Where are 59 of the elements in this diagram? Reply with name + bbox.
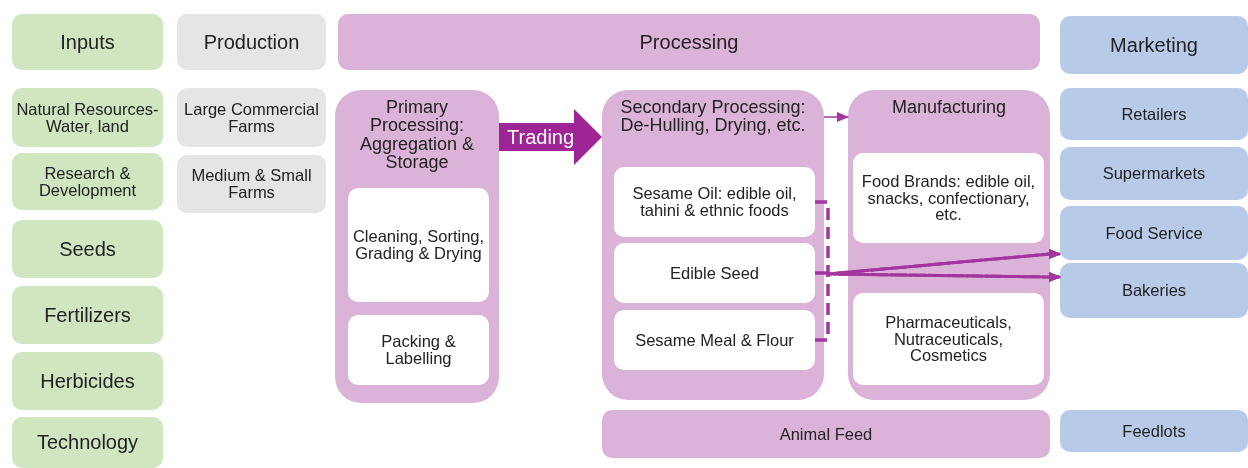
category-box: [1060, 206, 1248, 260]
box-label: Retailers: [1120, 105, 1188, 123]
box-label: Bakeries: [1120, 282, 1188, 299]
category-box: [602, 410, 1050, 458]
box-label: Seeds: [58, 238, 117, 260]
box-label: Food Brands: edible oil, snacks, confectionary, etc.: [860, 172, 1037, 224]
category-box: [1060, 147, 1248, 200]
box-label: Animal Feed: [778, 425, 874, 443]
box-label: Sesame Oil: edible oil, tahini & ethnic foods: [631, 185, 798, 219]
dashed-arrow: [815, 272, 1061, 342]
box-label: Supermarkets: [1101, 165, 1207, 182]
column-header: [1060, 16, 1248, 74]
panel-heading: Secondary Processing: De-Hulling, Drying, etc.: [619, 98, 807, 135]
category-box: [1060, 263, 1248, 318]
category-box: [1060, 88, 1248, 140]
box-label: Inputs: [59, 31, 116, 53]
box-label: Production: [202, 31, 301, 53]
box-label: Fertilizers: [43, 304, 132, 326]
box-label: Research & Development: [37, 164, 138, 199]
product-box: [348, 188, 489, 302]
product-box: [614, 167, 815, 237]
category-box: [177, 155, 326, 213]
block-arrow: [499, 109, 602, 165]
box-label: Cleaning, Sorting, Grading & Drying: [351, 228, 486, 262]
column-header: [12, 14, 163, 70]
box-label: Medium & Small Farms: [190, 167, 313, 201]
panel-heading: Manufacturing: [890, 98, 1008, 117]
box-label: Edible Seed: [669, 264, 760, 282]
category-box: [12, 153, 163, 210]
column-header: [12, 352, 163, 410]
panel-heading: Primary Processing: Aggregation & Storage: [358, 98, 476, 172]
column-header: [12, 286, 163, 344]
box-label: Herbicides: [39, 370, 136, 392]
box-label: Large Commercial Farms: [183, 100, 320, 135]
arrow: [823, 112, 849, 122]
box-label: Pharmaceuticals, Nutraceuticals, Cosmetics: [884, 313, 1013, 365]
product-box: [614, 243, 815, 303]
box-label: Sesame Meal & Flour: [634, 331, 795, 349]
stage-panel: [335, 90, 499, 403]
box-label: Natural Resources-Water, land: [15, 100, 160, 135]
column-header: [12, 220, 163, 278]
box-label: Processing: [638, 31, 740, 53]
category-box: [1060, 410, 1248, 452]
box-label: Marketing: [1109, 34, 1199, 56]
box-label: Food Service: [1104, 224, 1204, 242]
category-box: [12, 88, 163, 147]
column-header: [177, 14, 326, 70]
box-label: Packing & Labelling: [380, 333, 457, 367]
column-header: [12, 417, 163, 468]
category-box: [177, 88, 326, 147]
box-label: Technology: [35, 432, 140, 453]
column-header: [338, 14, 1040, 70]
product-box: [614, 310, 815, 370]
stage-panel: [848, 90, 1050, 400]
box-label: Feedlots: [1121, 422, 1187, 440]
stage-panel: [602, 90, 824, 400]
product-box: [348, 315, 489, 385]
product-box: [853, 293, 1044, 385]
product-box: [853, 153, 1044, 243]
